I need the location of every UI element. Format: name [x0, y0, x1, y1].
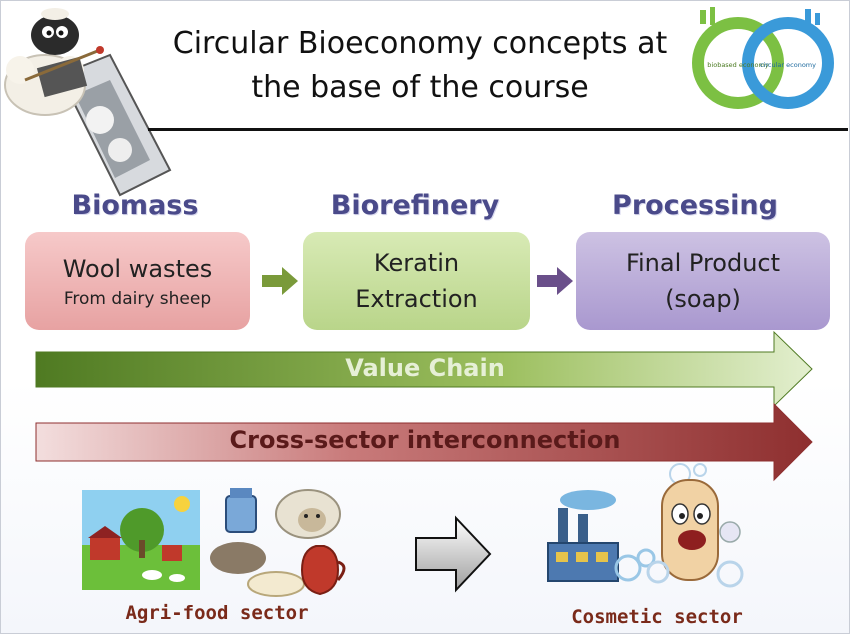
stage-box-line2: From dairy sheep: [63, 289, 212, 309]
stage-box-biorefinery: Keratin Extraction: [303, 232, 530, 330]
stage-heading-biomass: Biomass: [71, 190, 199, 221]
logo-right-label: circular economy: [760, 61, 816, 69]
sector-label-cosmetic: Cosmetic sector: [571, 606, 743, 628]
stage-heading-biorefinery: Biorefinery: [330, 190, 500, 221]
cross-sector-arrow: [35, 402, 813, 482]
title-underline: [148, 128, 848, 131]
sheep-icon: [4, 8, 172, 197]
stage-box-line1: Keratin: [373, 249, 460, 277]
stage-heading-processing: Processing: [612, 190, 778, 221]
stage-box-line2: Extraction: [355, 285, 478, 313]
stage-box-line1: Final Product: [625, 249, 781, 277]
value-chain-arrow: [35, 330, 813, 408]
stage-box-processing: Final Product (soap): [576, 232, 830, 330]
stage-box-biomass: Wool wastes From dairy sheep: [25, 232, 250, 330]
cross-sector-label: Cross-sector interconnection: [229, 426, 621, 454]
sector-label-agri-food: Agri-food sector: [125, 602, 309, 624]
farm-icon: [82, 490, 200, 590]
big-arrow-icon: [415, 515, 492, 593]
stage-box-line1: Wool wastes: [62, 255, 213, 283]
dairy-products-icon: [210, 488, 346, 597]
circular-bioeconomy-logo: biobased economy circular economy: [692, 7, 834, 109]
page-title: Circular Bioeconomy concepts at the base…: [150, 22, 690, 110]
title-line-2: the base of the course: [251, 70, 589, 105]
factory-icon: [547, 490, 656, 582]
stage-box-line2: (soap): [665, 285, 741, 313]
small-arrow-icon: [262, 267, 298, 295]
title-line-1: Circular Bioeconomy concepts at: [172, 26, 668, 61]
value-chain-label: Value Chain: [345, 354, 505, 382]
soap-character-icon: [646, 463, 744, 588]
small-arrow-icon: [537, 267, 573, 295]
logo-left-label: biobased economy: [707, 61, 769, 69]
